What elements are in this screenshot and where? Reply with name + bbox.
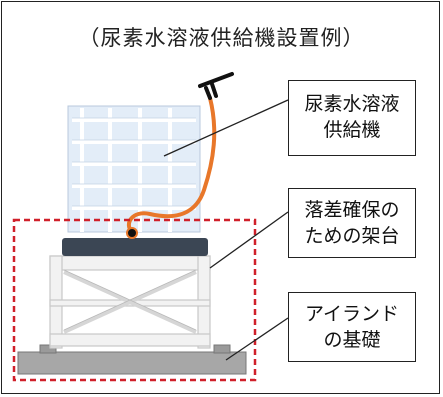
label-stand-line1: 落差確保の xyxy=(304,199,400,221)
diagram-title: （尿素水溶液供給機設置例） xyxy=(78,26,365,50)
label-stand: 落差確保の ための架台 xyxy=(288,188,416,258)
label-supply-unit: 尿素水溶液 供給機 xyxy=(288,80,416,156)
tank-cage-edges xyxy=(72,117,196,207)
tank-body xyxy=(67,105,201,233)
island-foundation xyxy=(17,351,247,375)
hose-outlet xyxy=(126,227,138,239)
label-stand-line2: ための架台 xyxy=(304,225,400,247)
stand-dashed-boundary xyxy=(12,218,257,382)
tank-cage xyxy=(72,108,196,232)
label-supply-unit-line1: 尿素水溶液 xyxy=(304,93,400,115)
foundation-pad-left xyxy=(39,344,57,354)
label-foundation: アイランド の基礎 xyxy=(288,292,416,362)
label-foundation-line2: の基礎 xyxy=(323,329,381,351)
stand-frame xyxy=(49,255,211,349)
base-plate xyxy=(62,238,208,256)
hose xyxy=(126,96,217,234)
stand-braces-edge xyxy=(63,269,197,331)
stand-braces xyxy=(63,270,197,334)
label-foundation-line1: アイランド xyxy=(304,303,400,325)
nozzle-icon xyxy=(198,72,234,100)
foundation-pad-right xyxy=(213,344,231,354)
leader-lines xyxy=(163,99,289,361)
label-supply-unit-line2: 供給機 xyxy=(323,119,381,141)
